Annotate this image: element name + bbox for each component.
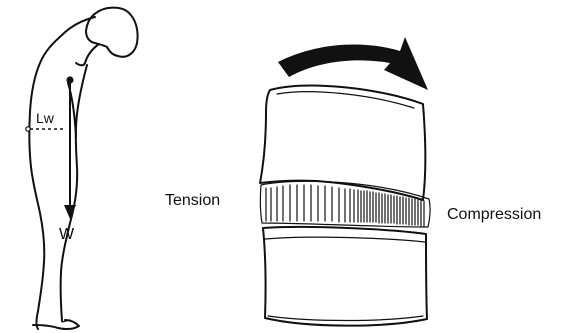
bent-person-figure <box>29 8 137 329</box>
bending-arrow <box>278 37 428 90</box>
weight-arrowhead <box>64 205 76 219</box>
lever-arm-label: Lw <box>36 110 55 126</box>
spinal-segment <box>260 86 430 326</box>
lower-vertebra <box>263 227 427 326</box>
weight-label: W <box>59 226 75 243</box>
pivot-point <box>26 127 30 131</box>
weight-vector: Lw W <box>26 76 76 243</box>
curved-arrow-icon <box>278 37 428 90</box>
tension-label: Tension <box>165 192 220 209</box>
compression-label: Compression <box>447 206 541 223</box>
